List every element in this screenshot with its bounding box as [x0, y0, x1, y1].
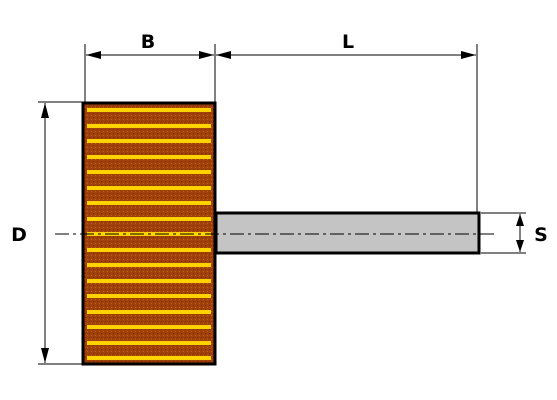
label-d: D [11, 224, 27, 246]
wheel-stripe [87, 356, 211, 360]
dimension-b: B [84, 31, 216, 212]
label-b: B [141, 31, 155, 53]
dimension-d: D [11, 101, 82, 365]
wheel-stripe [87, 155, 211, 159]
wheel-stripe [87, 124, 211, 128]
wheel-stripes [87, 108, 211, 360]
wheel-stripe [87, 170, 211, 174]
wheel-stripe [87, 248, 211, 252]
wheel-stripe [87, 263, 211, 267]
wheel-stripe [87, 139, 211, 143]
wheel-stripe [87, 341, 211, 345]
wheel-stripe [87, 325, 211, 329]
wheel-stripe [87, 108, 211, 112]
dimension-l: L [216, 31, 478, 212]
wheel-stripe [87, 310, 211, 314]
wheel-stripe [87, 279, 211, 283]
dimension-s: S [481, 212, 548, 254]
label-s: S [534, 224, 548, 246]
wheel-stripe [87, 201, 211, 205]
label-l: L [342, 31, 354, 53]
wheel-stripe [87, 186, 211, 190]
wheel-stripe [87, 294, 211, 298]
shaft [214, 211, 481, 255]
wheel-stripe [87, 217, 211, 221]
